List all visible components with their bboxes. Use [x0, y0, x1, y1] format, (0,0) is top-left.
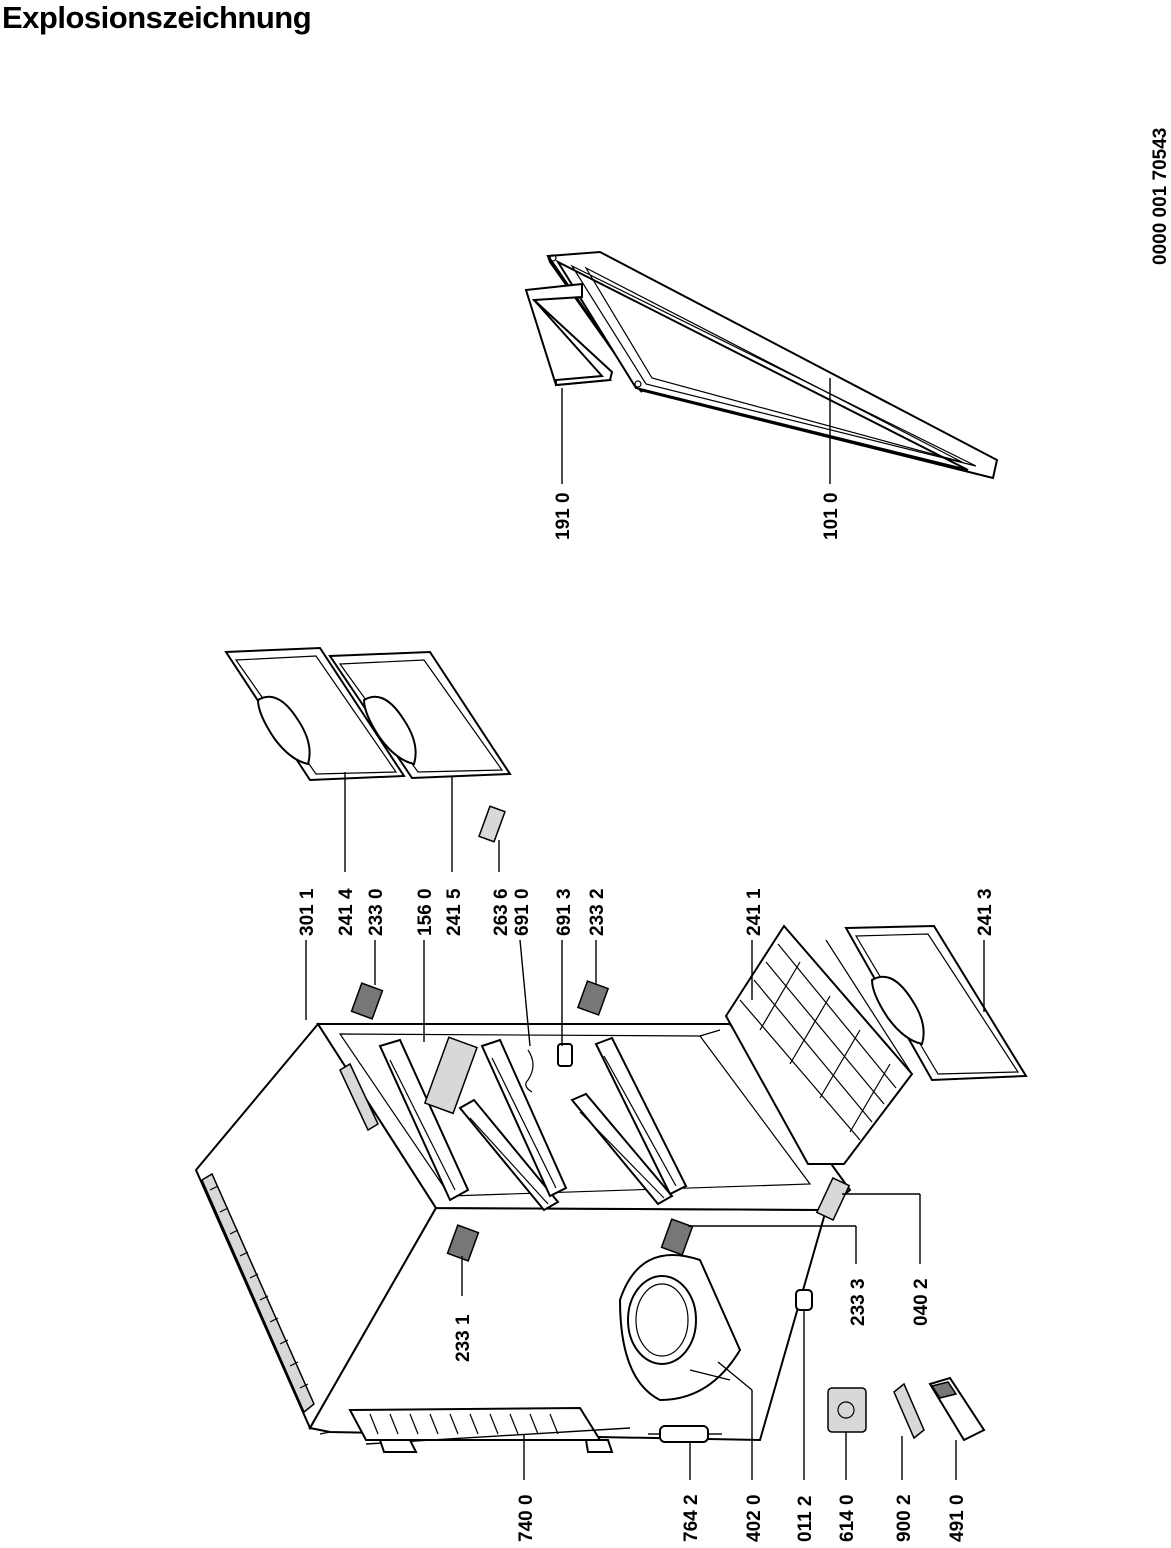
drawer-front-241-3-drawing: [844, 924, 1028, 1082]
handle-drawing: [339, 1062, 379, 1132]
compressor-drawing: [618, 1254, 742, 1402]
label-233-0: 233 0: [366, 888, 387, 936]
drawer-front-241-5-drawing: [328, 650, 512, 780]
cabinet-body-drawing: [194, 1022, 852, 1442]
thermostat-drawing: [827, 1387, 867, 1433]
lamp-holder-drawing: [525, 1043, 573, 1093]
label-491-0: 491 0: [947, 1494, 968, 1542]
label-614-0: 614 0: [837, 1494, 858, 1542]
label-191-0: 191 0: [553, 492, 574, 540]
label-402-0: 402 0: [744, 1494, 765, 1542]
leader-lines: [305, 378, 985, 1480]
hinge-233-0-drawing: [350, 982, 384, 1020]
condenser-drawing: [348, 1406, 631, 1453]
cover-drawing: [928, 1376, 986, 1442]
label-764-2: 764 2: [681, 1494, 702, 1542]
label-241-5: 241 5: [444, 888, 465, 936]
label-101-0: 101 0: [821, 492, 842, 540]
label-040-2: 040 2: [911, 1278, 932, 1326]
label-241-4: 241 4: [336, 888, 357, 936]
drawer-front-241-4-drawing: [224, 646, 406, 782]
part-labels: 101 0 191 0 301 1 241 4 233 0 156 0 241 …: [297, 492, 996, 1542]
label-263-6: 263 6: [491, 888, 512, 936]
label-233-1: 233 1: [453, 1314, 474, 1362]
bracket-drawing: [815, 1176, 851, 1222]
label-011-2: 011 2: [795, 1496, 816, 1543]
label-233-3: 233 3: [848, 1278, 869, 1326]
label-241-3: 241 3: [975, 888, 996, 936]
hinge-233-1-drawing: [446, 1224, 480, 1262]
bracket-900-2-drawing: [893, 1382, 925, 1440]
hinge-233-2-drawing: [576, 980, 610, 1016]
label-740-0: 740 0: [516, 1494, 537, 1542]
light-cover-drawing: [423, 1036, 478, 1115]
wire-basket-drawing: [724, 924, 914, 1165]
label-691-3: 691 3: [554, 888, 575, 936]
label-156-0: 156 0: [415, 888, 436, 936]
interior-shelves-drawing: [378, 1036, 688, 1212]
label-233-2: 233 2: [587, 888, 608, 936]
door-drawing: [546, 250, 999, 480]
door-seal-strip-drawing: [524, 282, 614, 387]
filter-drier-drawing: [648, 1425, 722, 1443]
knob-263-6-drawing: [478, 805, 506, 843]
cap-drawing: [795, 1289, 813, 1311]
label-301-1: 301 1: [297, 888, 318, 936]
page-title: Explosionszeichnung: [2, 0, 312, 35]
label-691-0: 691 0: [512, 888, 533, 936]
label-241-1: 241 1: [744, 888, 765, 936]
hinge-233-3-drawing: [660, 1218, 694, 1256]
document-number: 0000 001 70543: [1150, 128, 1171, 265]
label-900-2: 900 2: [894, 1494, 915, 1542]
